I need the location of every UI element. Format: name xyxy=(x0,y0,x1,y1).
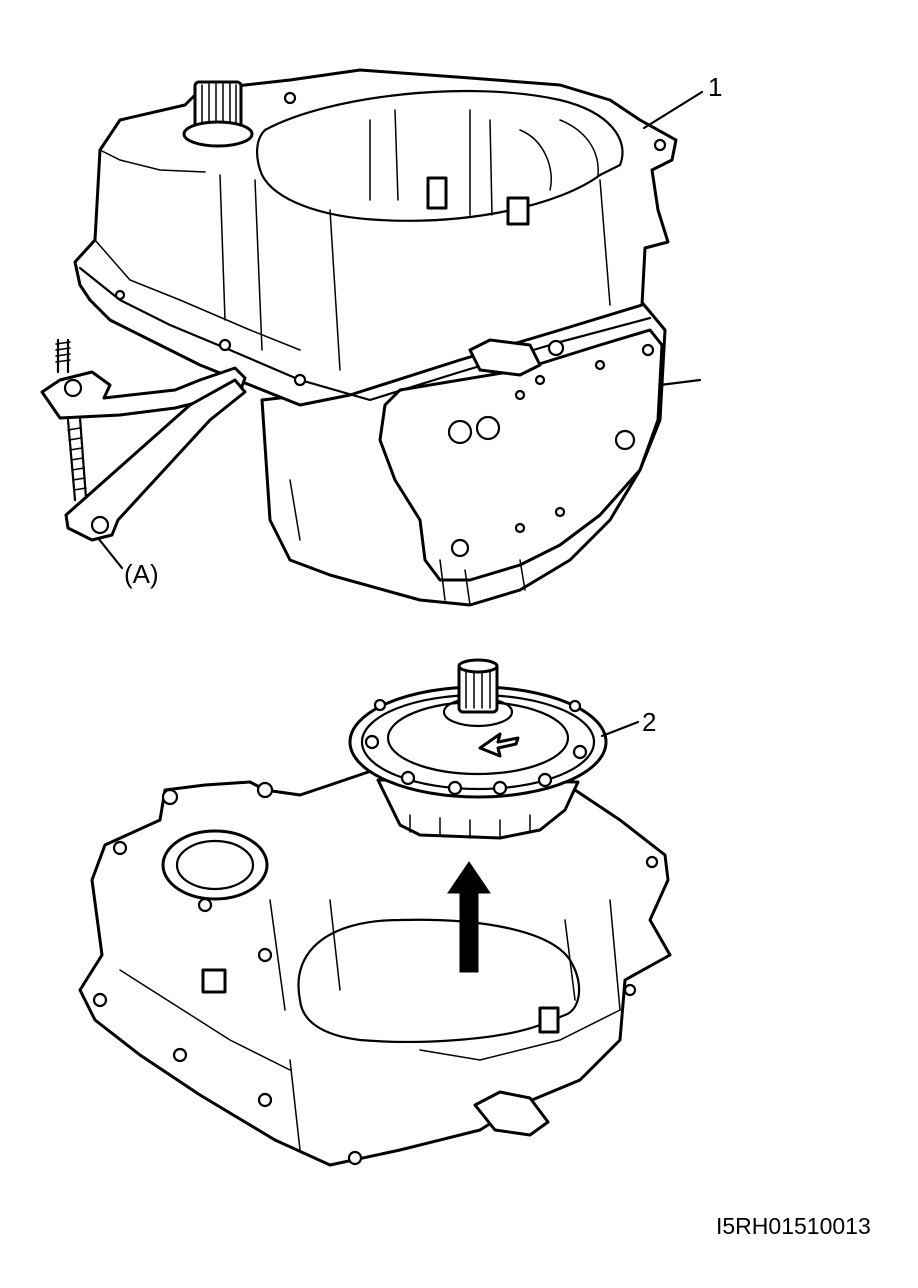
converter-bolts xyxy=(364,698,588,796)
housing-dowel-left xyxy=(426,176,448,210)
side-cover-plate xyxy=(378,328,664,582)
case-edge-lines xyxy=(94,149,301,351)
housing-lower-outline xyxy=(78,766,672,1167)
cover-bolts xyxy=(114,91,667,558)
lower-cooler-pipe xyxy=(473,1090,550,1137)
housing-lower-edges xyxy=(119,969,621,1151)
torque-converter-body xyxy=(376,778,580,840)
tool-a-threaded-rod xyxy=(56,338,88,502)
oil-seal xyxy=(175,839,255,891)
input-shaft-splines xyxy=(201,83,237,129)
housing-lower-ribs xyxy=(269,899,621,1011)
breather-stub xyxy=(658,378,702,387)
tool-a-leader-line xyxy=(96,536,124,570)
housing-lower-dowel xyxy=(538,1006,560,1034)
housing-contour-lines xyxy=(519,119,599,191)
part-1-label: 1 xyxy=(708,72,723,102)
tool-a-pivot-hole xyxy=(90,515,110,535)
tool-a-bracket-hole xyxy=(63,378,83,398)
lower-case-ribs xyxy=(289,479,526,606)
tool-a-label: (A) xyxy=(124,559,159,589)
cooler-pipe-stub xyxy=(468,338,542,377)
housing-lower-boss xyxy=(201,968,227,994)
removal-direction-arrow xyxy=(447,861,491,973)
converter-housing-lower xyxy=(78,766,672,1167)
converter-shaft-splines xyxy=(465,671,491,709)
housing-lower-bolt-holes xyxy=(92,781,659,1166)
converter-shaft-end xyxy=(457,658,499,674)
tool-a-thread-marks xyxy=(55,341,87,491)
special-tool-a xyxy=(40,338,247,570)
part-2-leader-line xyxy=(600,720,640,738)
input-shaft-seal xyxy=(182,120,254,148)
tool-a-bracket xyxy=(40,366,247,420)
converter-ring-gear xyxy=(409,814,531,839)
figure-code: I5RH01510013 xyxy=(716,1213,871,1239)
housing-rib-lines xyxy=(369,109,493,216)
part-2-label: 2 xyxy=(642,707,657,737)
converter-direction-arrow xyxy=(478,732,520,758)
housing-dowel-right xyxy=(506,196,530,226)
torque-converter xyxy=(348,658,640,840)
case-vertical-ribs xyxy=(219,174,611,371)
part-1-leader-line xyxy=(642,90,704,130)
housing-bell-mouth xyxy=(256,90,624,222)
housing-lower-bell xyxy=(297,918,581,1043)
tool-a-arm xyxy=(64,378,247,542)
transaxle-assembly xyxy=(73,68,702,607)
